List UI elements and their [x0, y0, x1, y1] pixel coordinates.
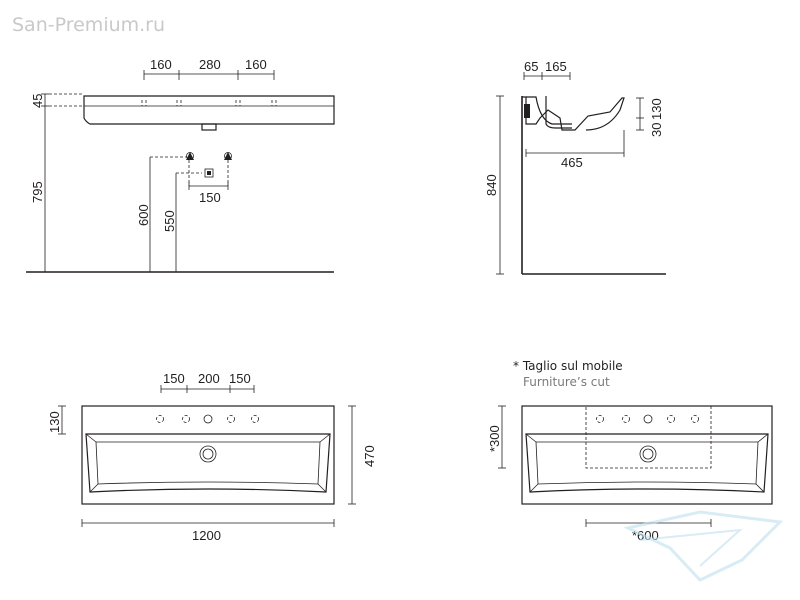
basin-front-outline — [83, 95, 335, 125]
dim-470: 470 — [362, 445, 377, 467]
plan-drain-icon — [199, 445, 217, 463]
dim-150-right: 150 — [229, 371, 251, 386]
dim-300-cut: *300 — [487, 425, 502, 452]
basin-cut-bowl — [525, 433, 769, 493]
dim-465: 465 — [561, 155, 583, 170]
note-title: * Taglio sul mobile — [513, 359, 623, 373]
dim-30: 30 — [649, 123, 664, 137]
basin-plan-outline — [81, 405, 335, 505]
water-inlet-icon — [186, 152, 232, 160]
cut-left-dimension — [498, 405, 506, 469]
side-top-dimension — [523, 72, 571, 80]
wall-bracket — [524, 104, 530, 118]
dim-65: 65 — [524, 59, 538, 74]
dim-130-plan: 130 — [47, 411, 62, 433]
supply-connections — [149, 156, 229, 272]
dim-160-right: 160 — [245, 57, 267, 72]
furniture-cut-area — [585, 405, 712, 469]
drain-connection-icon — [204, 168, 214, 178]
cut-tap-holes — [596, 414, 699, 424]
basin-inner-profile — [526, 96, 572, 125]
dim-200: 200 — [198, 371, 220, 386]
dim-160-left: 160 — [150, 57, 172, 72]
logo-watermark-icon — [623, 510, 784, 582]
drain-outlet — [201, 123, 217, 131]
dim-45: 45 — [30, 94, 45, 108]
drain-pipe — [545, 96, 572, 129]
dim-840: 840 — [484, 174, 499, 196]
watermark-text: San-Premium.ru — [12, 14, 165, 36]
dim-150-left: 150 — [163, 371, 185, 386]
plan-bottom-dimension — [81, 519, 335, 527]
basin-plan-bowl — [85, 433, 331, 493]
front-view: 160 280 160 45 795 — [26, 57, 335, 273]
plan-top-dimension — [160, 385, 255, 393]
plan-left-dimension — [58, 405, 66, 435]
plan-tap-holes — [156, 414, 259, 424]
note-subtitle: Furniture’s cut — [523, 375, 610, 389]
dim-795: 795 — [30, 181, 45, 203]
dim-1200: 1200 — [192, 528, 221, 543]
plan-right-dimension — [348, 405, 356, 505]
side-view: 65 165 30 130 465 840 — [484, 59, 666, 275]
dim-600: 600 — [136, 204, 151, 226]
front-left-dimensions — [41, 93, 84, 272]
side-right-dimension — [636, 97, 644, 131]
dim-280: 280 — [199, 57, 221, 72]
tap-holes-front — [141, 100, 277, 106]
side-bottom-dimension — [525, 130, 625, 157]
basin-side-profile — [522, 96, 625, 131]
dim-550: 550 — [162, 210, 177, 232]
side-left-dimension — [496, 95, 504, 275]
cut-drain-icon — [639, 445, 657, 463]
front-top-dimension — [143, 70, 275, 80]
plan-view: 150 200 150 130 470 1200 — [47, 371, 377, 543]
dim-150: 150 — [199, 190, 221, 205]
dim-130-side: 130 — [649, 98, 664, 120]
dim-165: 165 — [545, 59, 567, 74]
